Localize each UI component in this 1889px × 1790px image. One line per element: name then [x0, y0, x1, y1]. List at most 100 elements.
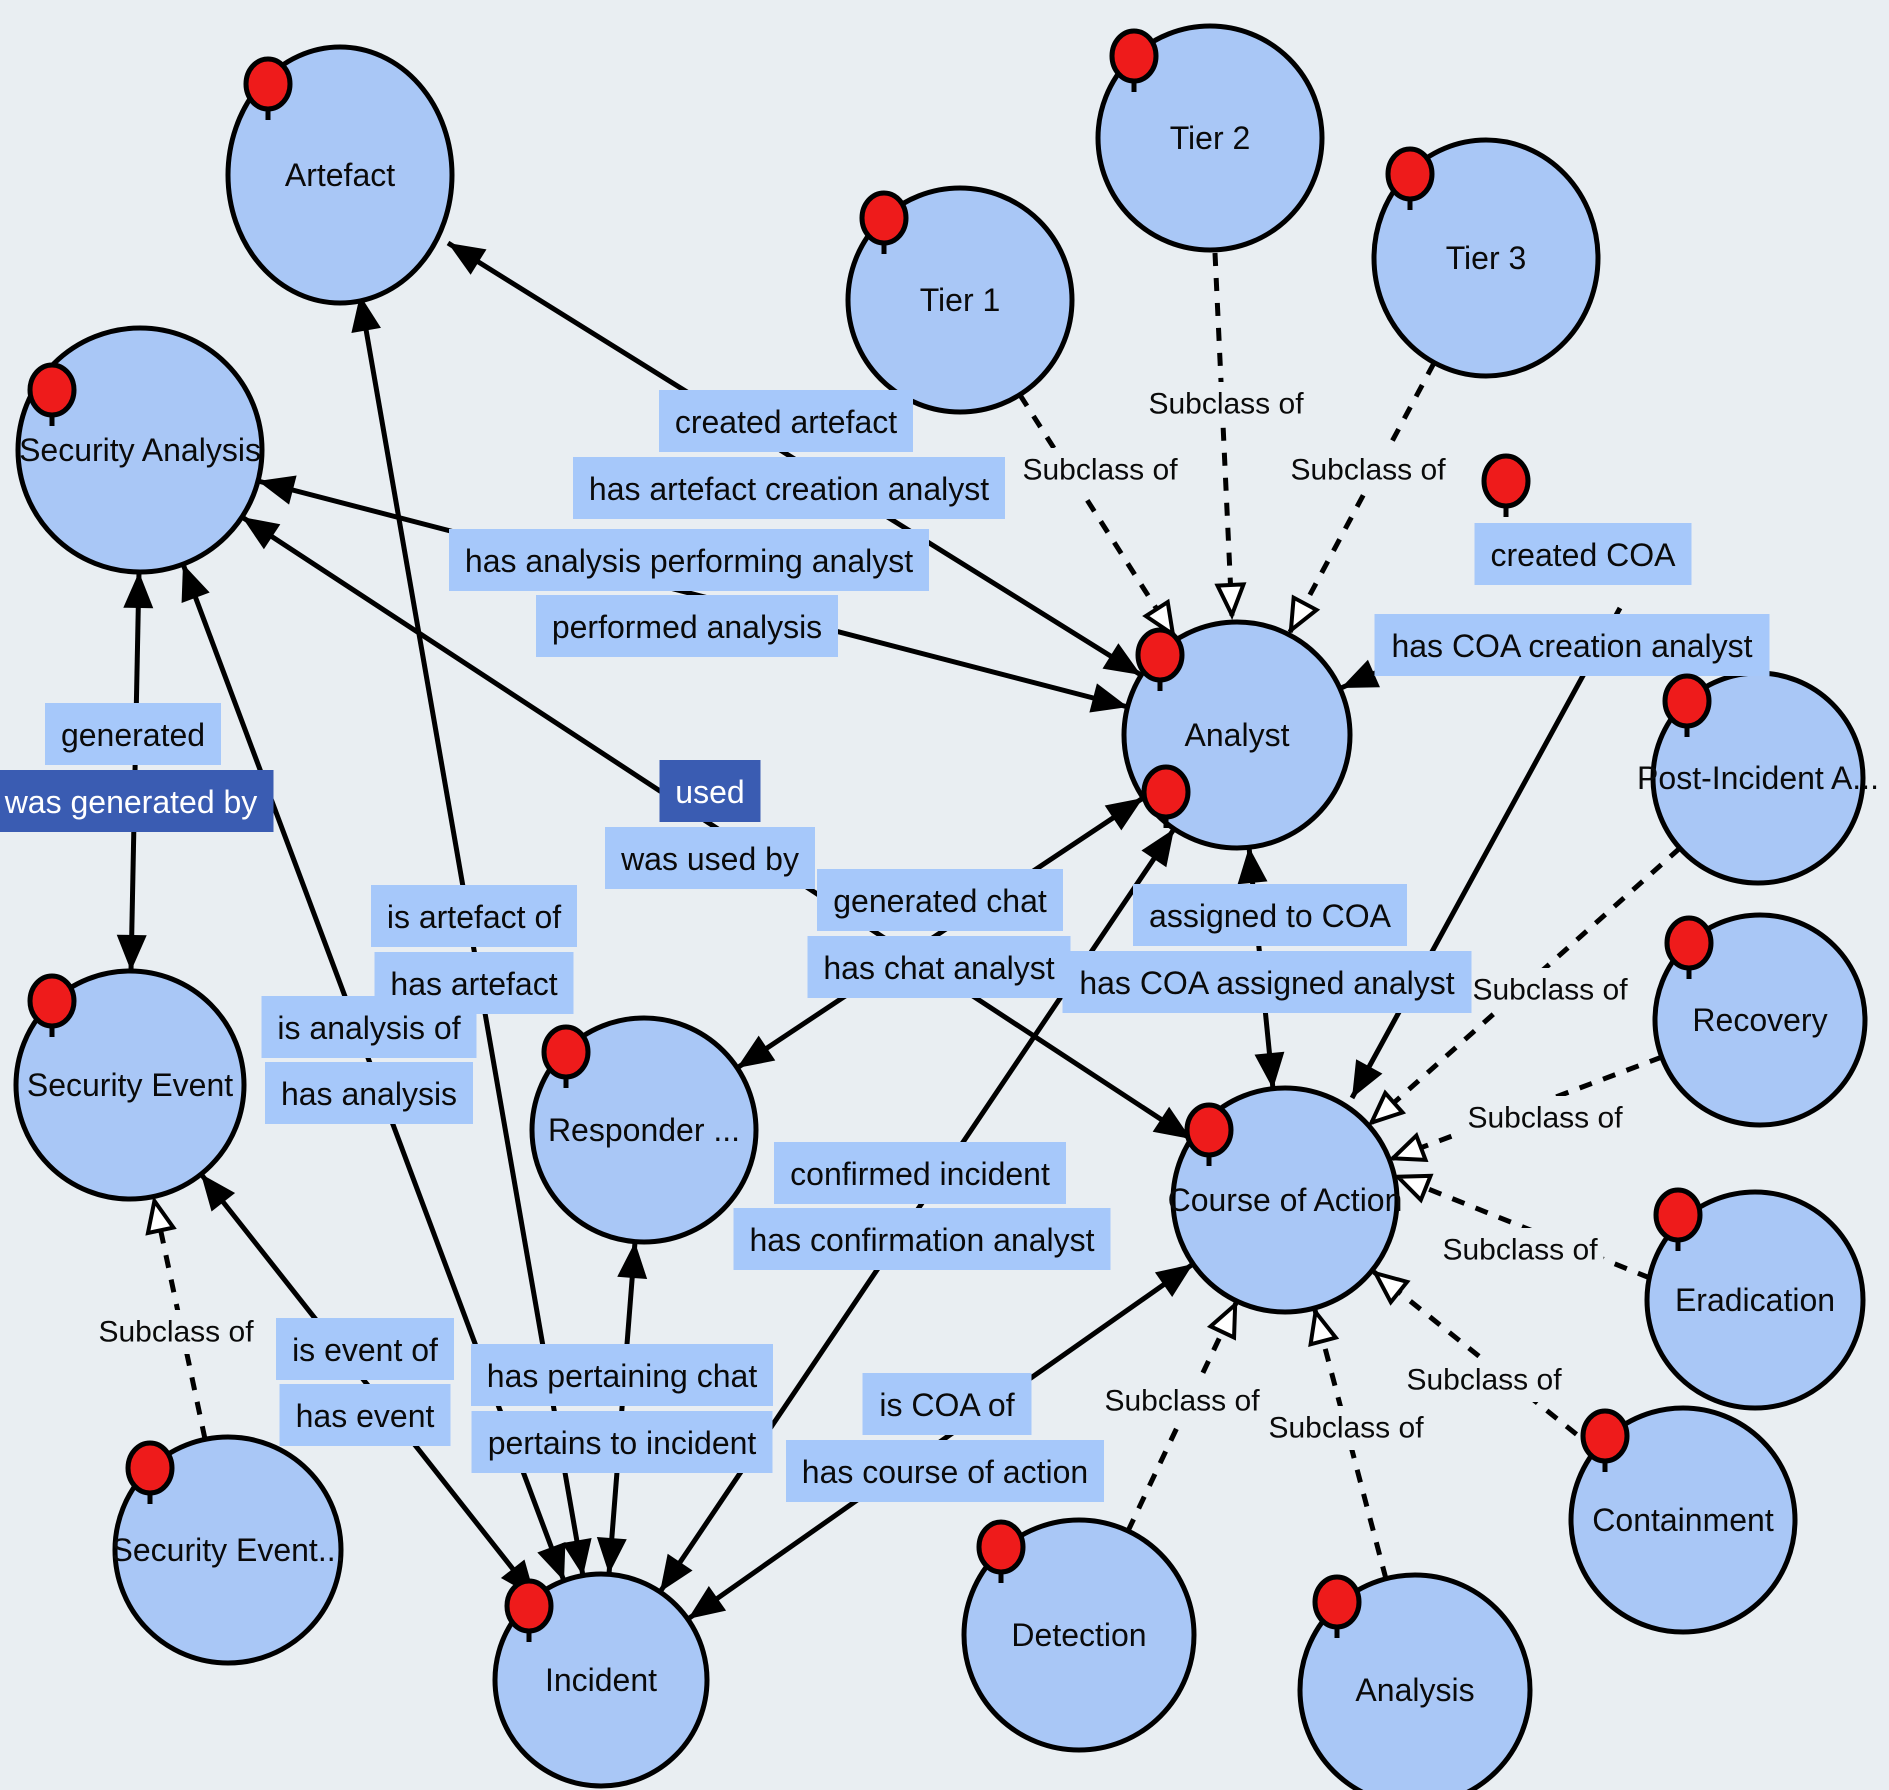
- edge-label-bg-has-coa-creation-analyst[interactable]: [1374, 614, 1770, 676]
- edge-label-has-artefact-creation-analyst[interactable]: has artefact creation analyst: [573, 457, 1005, 519]
- edge-label-bg-performed-analysis[interactable]: [536, 595, 838, 657]
- node-circle-recovery[interactable]: [1652, 912, 1868, 1128]
- subclass-of-label: Subclass of: [1262, 1406, 1430, 1450]
- pin-icon-post-incident: [1662, 673, 1712, 737]
- edge-label-has-coa-creation-analyst[interactable]: has COA creation analyst: [1374, 614, 1770, 676]
- node-circle-detection[interactable]: [961, 1517, 1197, 1753]
- edge-label-generated[interactable]: generated: [45, 703, 221, 765]
- edge-label-bg-generated-chat[interactable]: [817, 869, 1063, 931]
- node-detection[interactable]: Detection: [961, 1517, 1197, 1753]
- edge-label-bg-used[interactable]: [659, 760, 761, 822]
- edge-label-bg-has-event[interactable]: [279, 1384, 451, 1446]
- edge-label-has-coa-assigned-analyst[interactable]: has COA assigned analyst: [1062, 951, 1472, 1013]
- edge-label-confirmed-incident[interactable]: confirmed incident: [774, 1142, 1066, 1204]
- node-circle-tier-1[interactable]: [845, 185, 1075, 415]
- node-tier-3[interactable]: Tier 3: [1371, 137, 1601, 379]
- node-security-analysis[interactable]: Security Analysis: [15, 325, 265, 575]
- node-circle-analysis[interactable]: [1297, 1572, 1533, 1790]
- node-circle-tier-2[interactable]: [1095, 23, 1325, 253]
- node-circle-containment[interactable]: [1568, 1405, 1798, 1635]
- edge-label-bg-created-artefact[interactable]: [659, 390, 913, 452]
- edge-label-bg-is-event-of[interactable]: [276, 1318, 454, 1380]
- node-label-artefact: Artefact: [285, 157, 395, 193]
- node-tier-1[interactable]: Tier 1: [845, 185, 1075, 415]
- node-label-responder-chat: Responder ...: [548, 1112, 740, 1148]
- node-incident[interactable]: Incident: [492, 1571, 710, 1789]
- edge-label-bg-has-chat-analyst[interactable]: [807, 936, 1071, 998]
- subclass-of-label-bg: [1016, 448, 1184, 492]
- edge-label-performed-analysis[interactable]: performed analysis: [536, 595, 838, 657]
- edge-label-bg-has-analysis[interactable]: [265, 1062, 473, 1124]
- edge-label-bg-is-coa-of[interactable]: [862, 1373, 1032, 1435]
- edge-label-bg-was-generated-by[interactable]: [0, 770, 274, 832]
- node-circle-security-analysis[interactable]: [15, 325, 265, 575]
- node-responder-chat[interactable]: Responder ...: [529, 1015, 759, 1245]
- pin-head-post-incident: [1662, 673, 1712, 729]
- subclass-of-label-bg: [1436, 1228, 1604, 1272]
- node-label-detection: Detection: [1011, 1617, 1146, 1653]
- edge-label-has-analysis[interactable]: has analysis: [265, 1062, 473, 1124]
- subclass-of-label-text: Subclass of: [1022, 454, 1178, 487]
- edge-label-has-course-of-action[interactable]: has course of action: [786, 1440, 1104, 1502]
- node-circle-eradication[interactable]: [1644, 1189, 1866, 1411]
- node-circle-responder-chat[interactable]: [529, 1015, 759, 1245]
- edge-label-text-has-artefact-creation-analyst: has artefact creation analyst: [589, 471, 989, 507]
- edge-label-is-analysis-of[interactable]: is analysis of: [261, 996, 477, 1058]
- edge-label-bg-is-artefact-of[interactable]: [371, 885, 577, 947]
- node-analysis[interactable]: Analysis: [1297, 1572, 1533, 1790]
- edge-label-has-chat-analyst[interactable]: has chat analyst: [807, 936, 1071, 998]
- edge-label-is-event-of[interactable]: is event of: [276, 1318, 454, 1380]
- node-recovery[interactable]: Recovery: [1652, 912, 1868, 1128]
- node-artefact[interactable]: Artefact: [225, 44, 455, 306]
- edge-label-created-artefact[interactable]: created artefact: [659, 390, 913, 452]
- node-circle-tier-3[interactable]: [1371, 137, 1601, 379]
- node-circle-artefact[interactable]: [225, 44, 455, 306]
- node-tier-2[interactable]: Tier 2: [1095, 23, 1325, 253]
- subclass-edge-tier1-analyst: [1017, 393, 1177, 639]
- node-circle-security-event-2[interactable]: [112, 1434, 344, 1666]
- edge-label-has-confirmation-analyst[interactable]: has confirmation analyst: [733, 1208, 1111, 1270]
- edge-label-bg-has-analysis-performing-analyst[interactable]: [449, 529, 929, 591]
- pin-icon-assigned-to-coa-label: [1141, 764, 1191, 828]
- pin-head-security-event-2: [125, 1440, 175, 1496]
- edge-label-was-used-by[interactable]: was used by: [605, 827, 815, 889]
- subclass-of-label-bg: [1461, 1096, 1629, 1140]
- edge-label-was-generated-by[interactable]: was generated by: [0, 770, 274, 832]
- edge-label-has-event[interactable]: has event: [279, 1384, 451, 1446]
- edge-label-bg-was-used-by[interactable]: [605, 827, 815, 889]
- node-label-tier-3: Tier 3: [1446, 240, 1527, 276]
- edge-label-bg-has-course-of-action[interactable]: [786, 1440, 1104, 1502]
- node-eradication[interactable]: Eradication: [1644, 1189, 1866, 1411]
- edge-label-used[interactable]: used: [659, 760, 761, 822]
- node-circle-incident[interactable]: [492, 1571, 710, 1789]
- edge-label-bg-generated[interactable]: [45, 703, 221, 765]
- node-label-incident: Incident: [545, 1662, 657, 1698]
- subclass-of-label: Subclass of: [1466, 968, 1634, 1012]
- pin-icon-course-of-action: [1184, 1102, 1234, 1166]
- edge-label-bg-confirmed-incident[interactable]: [774, 1142, 1066, 1204]
- edge-label-bg-has-coa-assigned-analyst[interactable]: [1062, 951, 1472, 1013]
- edge-label-is-coa-of[interactable]: is COA of: [862, 1373, 1032, 1435]
- edge-label-bg-has-confirmation-analyst[interactable]: [733, 1208, 1111, 1270]
- node-security-event-2[interactable]: Security Event...: [112, 1434, 345, 1666]
- node-circle-security-event[interactable]: [13, 968, 247, 1202]
- edge-label-pertains-to-incident[interactable]: pertains to incident: [471, 1411, 773, 1473]
- pin-head-security-analysis: [27, 362, 77, 418]
- edge-label-assigned-to-coa[interactable]: assigned to COA: [1133, 884, 1407, 946]
- edge-label-has-pertaining-chat[interactable]: has pertaining chat: [471, 1344, 773, 1406]
- edge-label-has-analysis-performing-analyst[interactable]: has analysis performing analyst: [449, 529, 929, 591]
- edge-label-bg-has-pertaining-chat[interactable]: [471, 1344, 773, 1406]
- edge-label-bg-created-coa[interactable]: [1474, 523, 1692, 585]
- subclass-of-label-bg: [1284, 448, 1452, 492]
- edge-label-bg-pertains-to-incident[interactable]: [471, 1411, 773, 1473]
- edge-label-created-coa[interactable]: created COA: [1474, 523, 1692, 585]
- edge-label-bg-has-artefact-creation-analyst[interactable]: [573, 457, 1005, 519]
- node-label-security-analysis: Security Analysis: [19, 432, 261, 468]
- subclass-of-label: Subclass of: [1098, 1379, 1266, 1423]
- edge-label-bg-is-analysis-of[interactable]: [261, 996, 477, 1058]
- edge-label-generated-chat[interactable]: generated chat: [817, 869, 1063, 931]
- edge-label-bg-assigned-to-coa[interactable]: [1133, 884, 1407, 946]
- edge-label-is-artefact-of[interactable]: is artefact of: [371, 885, 577, 947]
- node-security-event[interactable]: Security Event: [13, 968, 247, 1202]
- node-containment[interactable]: Containment: [1568, 1405, 1798, 1635]
